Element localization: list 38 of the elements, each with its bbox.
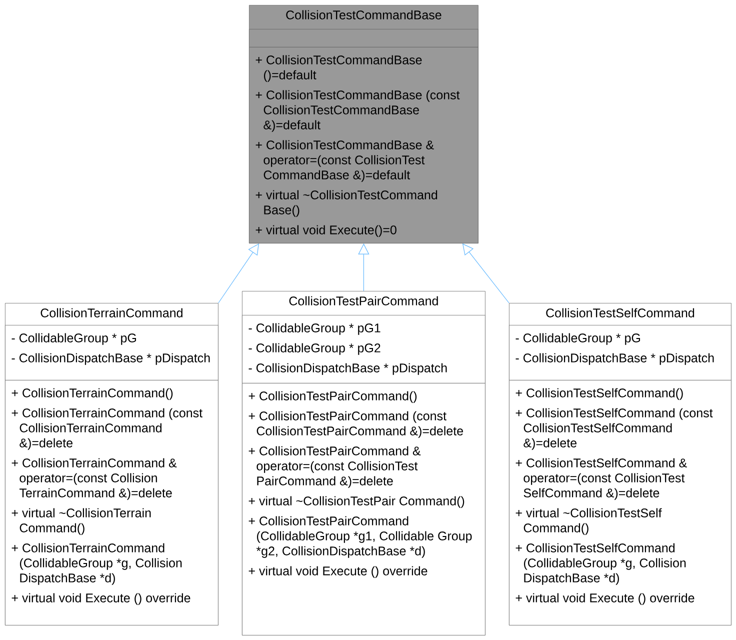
member-text: + virtual void Execute()=0 xyxy=(256,225,396,237)
member-compartment xyxy=(5,325,218,380)
member-text: + CollisionTestCommandBase ()=default xyxy=(256,55,422,82)
member-text: + CollisionTestSelfCommand() xyxy=(516,388,683,400)
member-text: + CollisionTestSelfCommand & operator=(const CollisionTest SelfCommand &)=delete xyxy=(516,458,687,500)
member-compartment xyxy=(249,29,478,48)
member-compartment xyxy=(242,315,486,384)
member-text: - CollisionDispatchBase * pDispatch xyxy=(12,353,210,365)
member-text: + CollisionTestPairCommand (CollidableGroup *g1, Collidable Group *g2, CollisionDispatchBase *d) xyxy=(248,516,472,558)
member-text: + CollisionTerrainCommand (CollidableGroup *g, Collision DispatchBase *d) xyxy=(12,543,182,585)
member-text: + virtual void Execute () override xyxy=(248,566,428,578)
class-name: CollisionTestCommandBase xyxy=(286,10,442,20)
member-text: - CollisionDispatchBase * pDispatch xyxy=(248,363,447,375)
member-compartment xyxy=(509,325,732,380)
member-text: + CollisionTestPairCommand() xyxy=(248,391,417,403)
class-name: CollisionTestSelfCommand xyxy=(546,308,694,318)
member-text: + virtual ~CollisionTestCommand Base() xyxy=(256,190,438,217)
member-text: + virtual void Execute () override xyxy=(12,593,190,605)
member-text: + CollisionTestSelfCommand (CollidableGroup *g, Collision DispatchBase *d) xyxy=(516,543,686,585)
member-text: - CollidableGroup * pG2 xyxy=(248,343,380,355)
member-text: + CollisionTestSelfCommand (const CollisionTestSelfCommand &)=delete xyxy=(516,408,713,450)
member-text: + virtual void Execute () override xyxy=(516,593,694,605)
member-text: - CollisionDispatchBase * pDispatch xyxy=(516,353,714,365)
member-text: - CollidableGroup * pG1 xyxy=(248,323,380,335)
member-text: + CollisionTestCommandBase (const CollisionTestCommandBase &)=default xyxy=(256,90,460,132)
member-text: + virtual ~CollisionTestPair Command() xyxy=(248,496,464,508)
member-text: + virtual ~CollisionTestSelf Command() xyxy=(516,508,662,535)
member-text: + CollisionTerrainCommand & operator=(const Collision TerrainCommand &)=delete xyxy=(12,458,177,500)
class-name: CollisionTerrainCommand xyxy=(40,308,182,318)
member-text: - CollidableGroup * pG xyxy=(12,333,136,345)
class-name: CollisionTestPairCommand xyxy=(289,296,438,306)
member-text: - CollidableGroup * pG xyxy=(516,333,640,345)
member-text: + virtual ~CollisionTerrain Command() xyxy=(12,508,151,535)
member-text: + CollisionTestPairCommand (const CollisionTestPairCommand &)=delete xyxy=(248,411,463,438)
member-text: + CollisionTestPairCommand & operator=(const CollisionTest PairCommand &)=delete xyxy=(248,446,421,488)
member-text: + CollisionTerrainCommand() xyxy=(12,388,173,400)
member-text: + CollisionTestCommandBase & operator=(const CollisionTest CommandBase &)=default xyxy=(256,140,434,182)
member-text: + CollisionTerrainCommand (const CollisionTerrainCommand &)=delete xyxy=(12,408,202,450)
